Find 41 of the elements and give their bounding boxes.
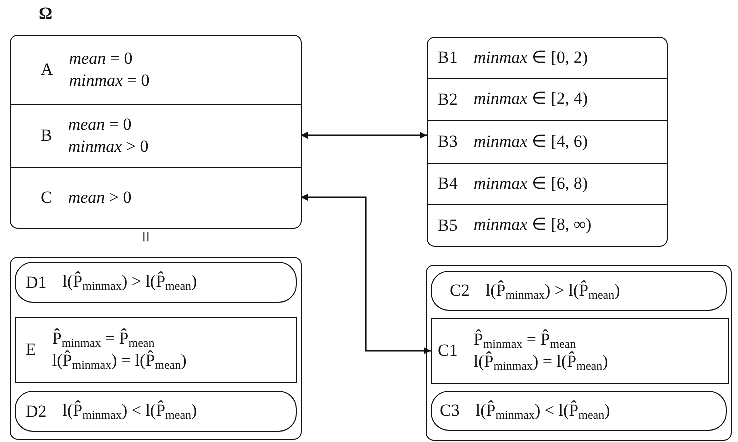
case-label: E <box>26 340 36 360</box>
partition-box <box>10 257 302 440</box>
case-pill <box>15 391 297 432</box>
condition-text: l(P̂$_{minmax}$) > l(P̂$_{mean}$) <box>486 280 620 302</box>
case-label: B3 <box>438 132 458 152</box>
case-pill <box>431 271 727 311</box>
case-label: B2 <box>438 90 458 110</box>
case-label: C3 <box>440 401 460 421</box>
condition-text: minmax ∈ [6, 8) <box>474 172 588 195</box>
partition-box <box>426 265 732 441</box>
case-label: B <box>41 126 52 146</box>
case-label: B4 <box>438 174 458 194</box>
case-box <box>15 317 297 383</box>
condition-text: minmax ∈ [2, 4) <box>474 88 588 110</box>
condition-text: minmax ∈ [4, 6) <box>474 130 588 153</box>
equality-mark: = <box>136 231 156 243</box>
condition-text: mean = 0 minmax > 0 <box>68 114 150 158</box>
condition-text: minmax ∈ [8, ∞) <box>474 214 592 236</box>
condition-text: mean = 0 minmax = 0 <box>69 48 151 92</box>
case-pill <box>15 262 297 303</box>
condition-text: l(P̂$_{minmax}$) < l(P̂$_{mean}$) <box>476 400 610 422</box>
condition-text: P̂$_{minmax}$ = P̂$_{mean}$ l(P̂$_{minmax}$) = l(P̂$_{mean}$) <box>474 328 610 374</box>
double-arrow <box>301 194 431 354</box>
condition-text: P̂$_{minmax}$ = P̂$_{mean}$ l(P̂$_{minmax}$) = l(P̂$_{mean}$) <box>52 328 188 372</box>
case-pill <box>431 391 727 431</box>
case-label: C1 <box>438 341 458 361</box>
condition-text: minmax ∈ [0, 2) <box>474 46 588 69</box>
case-label: B5 <box>438 216 458 236</box>
condition-text: mean > 0 <box>68 186 132 209</box>
case-label: A <box>41 60 54 80</box>
case-label: C <box>41 188 52 208</box>
case-label: D2 <box>26 402 47 422</box>
set-symbol: Ω <box>39 4 53 24</box>
case-label: D1 <box>26 272 47 292</box>
partition-box <box>427 37 668 247</box>
condition-text: l(P̂$_{minmax}$) > l(P̂$_{mean}$) <box>62 271 198 294</box>
double-arrow <box>301 132 427 139</box>
condition-text: l(P̂$_{minmax}$) < l(P̂$_{mean}$) <box>62 400 198 423</box>
case-label: B1 <box>438 48 458 68</box>
case-label: C2 <box>450 281 470 301</box>
case-box <box>431 318 729 384</box>
